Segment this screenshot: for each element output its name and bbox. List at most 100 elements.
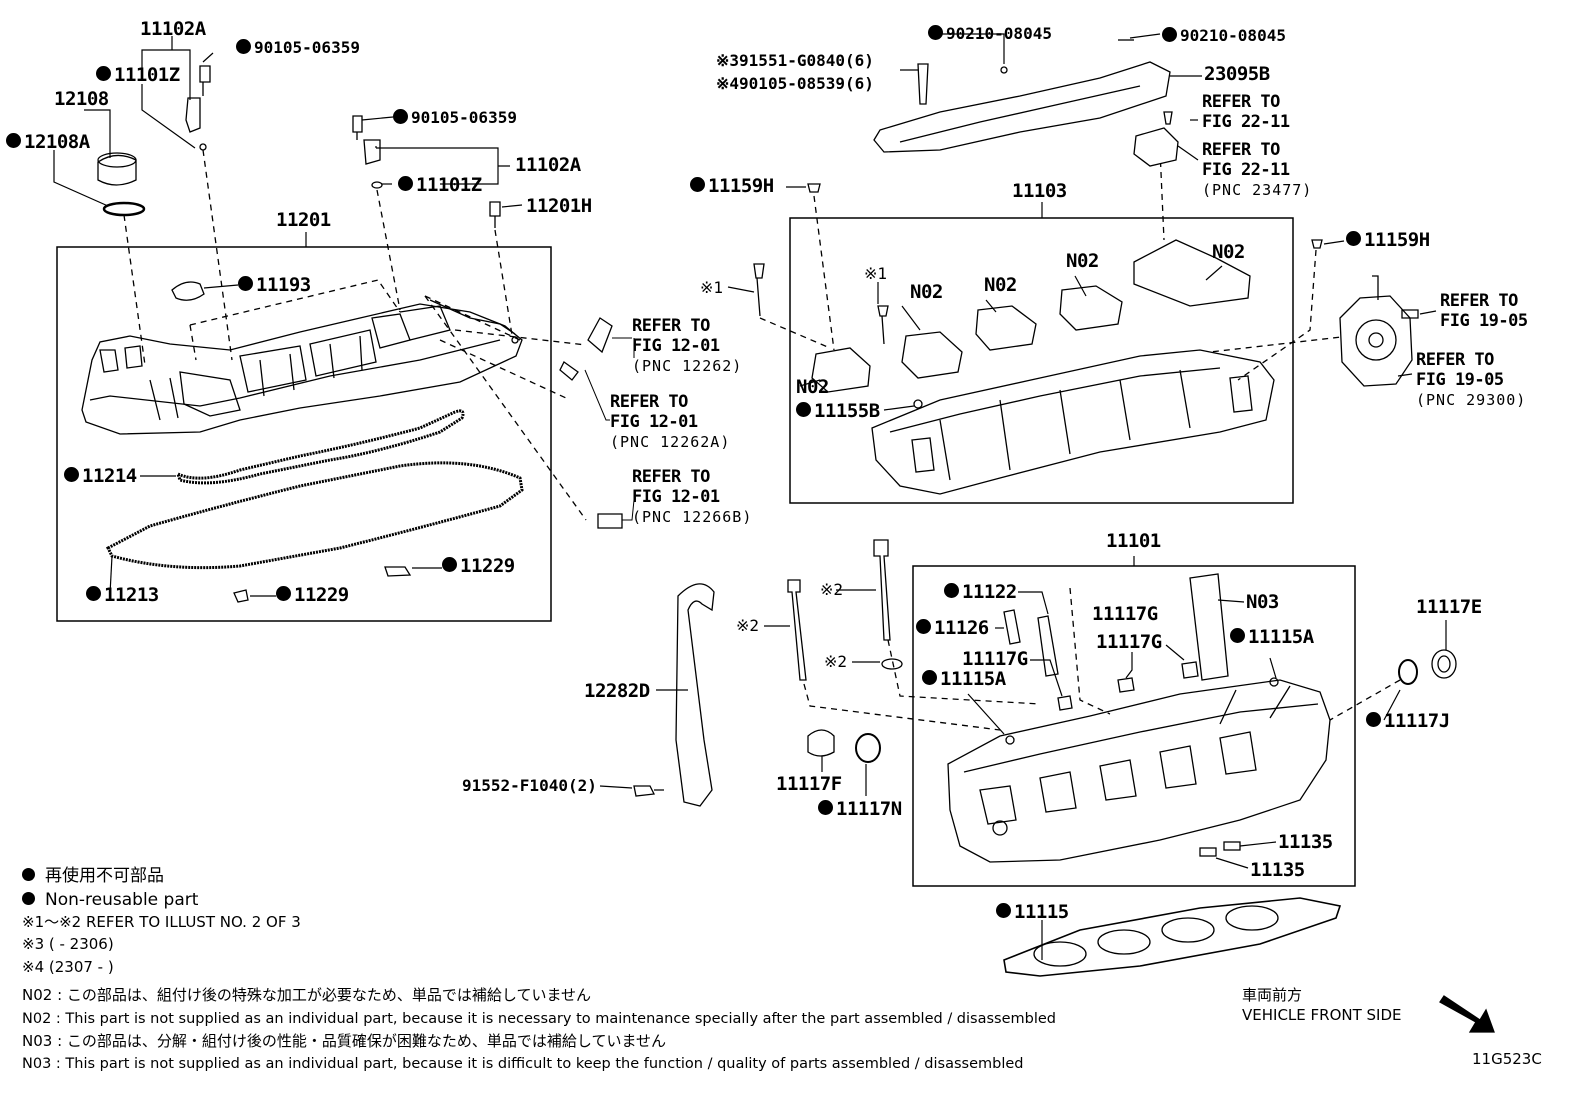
label-12282D: 12282D — [584, 680, 650, 702]
note-n03-jp: N03 : この部品は、分解・組付け後の性能・品質確保が困難なため、単品では補給… — [22, 1032, 667, 1050]
oring-11117N-drawing — [855, 733, 881, 763]
label-11229-b: 11229 — [276, 586, 349, 605]
gasket-11213-drawing — [106, 461, 524, 570]
chain-guide-12282D-drawing — [675, 583, 715, 807]
head-bolts-drawing — [787, 539, 903, 681]
label-11229-a: 11229 — [442, 557, 515, 576]
solid-leader-lines — [53, 33, 1447, 960]
camshaft-housing-drawing — [753, 183, 1323, 495]
legend-en: Non-reusable part — [22, 891, 198, 909]
non-reusable-dot-icon — [796, 402, 811, 417]
refer-part-22-11-drawing — [1133, 127, 1179, 167]
label-N03: N03 — [1246, 591, 1279, 613]
label-11117E: 11117E — [1416, 596, 1482, 618]
camshaft-bearing-cap-23095B-drawing — [873, 39, 1171, 153]
note-n02-en: N02 : This part is not supplied as an in… — [22, 1011, 1056, 1027]
label-11101: 11101 — [1106, 530, 1161, 552]
label-11102A-top: 11102A — [140, 18, 206, 40]
non-reusable-dot-icon — [818, 800, 833, 815]
note-n02-jp: N02 : この部品は、組付け後の特殊な加工が必要なため、単品では補給していませ… — [22, 986, 592, 1004]
label-star1-b: ※1 — [864, 264, 888, 283]
label-91551-G0840: ※391551-G0840(6) — [716, 51, 874, 70]
label-11101Z-top: 11101Z — [96, 66, 180, 85]
non-reusable-dot-icon — [393, 109, 408, 124]
label-11117G-b: 11117G — [1096, 631, 1162, 653]
label-star2-c: ※2 — [824, 652, 848, 671]
legend-jp: 再使用不可部品 — [22, 867, 164, 885]
left-top-small-parts — [97, 65, 501, 603]
label-11117F: 11117F — [776, 773, 842, 795]
note-n03-en: N03 : This part is not supplied as an in… — [22, 1056, 1024, 1072]
non-reusable-dot-icon — [64, 467, 79, 482]
label-11115A-a: 11115A — [1230, 628, 1314, 647]
label-N02-4: N02 — [1212, 241, 1245, 263]
label-11117G-c: 11117G — [962, 648, 1028, 670]
label-90105-06359-mid: 90105-06359 — [393, 109, 517, 126]
pipe-12262-drawing — [587, 317, 613, 354]
label-11159H-a: 11159H — [690, 177, 774, 196]
non-reusable-dot-icon — [928, 25, 943, 40]
label-11122: 11122 — [944, 583, 1017, 602]
label-11102A-mid: 11102A — [515, 154, 581, 176]
vacuum-pump-drawing — [1339, 275, 1419, 387]
label-11213: 11213 — [86, 586, 159, 605]
label-11115A-b: 11115A — [922, 670, 1006, 689]
non-reusable-dot-icon — [1230, 628, 1245, 643]
housing-dashed-leaders — [759, 149, 1351, 381]
label-90210-08045-b: 90210-08045 — [1162, 27, 1286, 44]
label-90105-06359-top: 90105-06359 — [236, 39, 360, 56]
non-reusable-dot-icon — [236, 39, 251, 54]
label-11193: 11193 — [238, 276, 311, 295]
label-11117N: 11117N — [818, 800, 902, 819]
label-91552-F1040: 91552-F1040(2) — [462, 776, 597, 795]
label-23095B: 23095B — [1204, 63, 1270, 85]
non-reusable-dot-icon — [996, 903, 1011, 918]
label-star1-a: ※1 — [700, 278, 724, 297]
label-11101Z-mid: 11101Z — [398, 176, 482, 195]
label-90105-08539: ※490105-08539(6) — [716, 74, 874, 93]
label-N02-2: N02 — [984, 274, 1017, 296]
head-dashed-leaders — [803, 587, 1401, 731]
note-star3: ※3 ( - 2306) — [22, 935, 114, 953]
left-dashed-leaders — [123, 149, 587, 521]
label-N02-5: N02 — [796, 376, 829, 398]
label-11159H-b: 11159H — [1346, 231, 1430, 250]
non-reusable-dot-icon — [1162, 27, 1177, 42]
label-90210-08045-a: 90210-08045 — [928, 25, 1052, 42]
label-11117J: 11117J — [1366, 712, 1450, 731]
hose-12266B-drawing — [597, 513, 623, 529]
non-reusable-dot-icon — [398, 176, 413, 191]
group-box-11201 — [56, 246, 552, 622]
non-reusable-dot-icon — [442, 557, 457, 572]
vehicle-front-en: VEHICLE FRONT SIDE — [1242, 1006, 1402, 1024]
non-reusable-dot-icon — [944, 583, 959, 598]
non-reusable-dot-icon — [1346, 231, 1361, 246]
non-reusable-dot-icon — [690, 177, 705, 192]
label-11103: 11103 — [1012, 180, 1067, 202]
non-reusable-dot-icon — [22, 867, 35, 881]
label-12108: 12108 — [54, 88, 109, 110]
non-reusable-dot-icon — [22, 891, 35, 905]
label-N02-1: N02 — [910, 281, 943, 303]
label-star2-a: ※2 — [820, 580, 844, 599]
plug-11117F-drawing — [807, 729, 835, 757]
non-reusable-dot-icon — [276, 586, 291, 601]
vehicle-front-jp: 車両前方 — [1242, 986, 1303, 1004]
gasket-11214-drawing — [175, 409, 465, 485]
note-star4: ※4 (2307 - ) — [22, 958, 114, 976]
label-11135-b: 11135 — [1250, 859, 1305, 881]
non-reusable-dot-icon — [6, 133, 21, 148]
cylinder-head-cover-drawing — [81, 281, 523, 435]
label-star2-b: ※2 — [736, 616, 760, 635]
label-11115: 11115 — [996, 903, 1069, 922]
label-11201H: 11201H — [526, 195, 592, 217]
label-11201: 11201 — [276, 209, 331, 231]
